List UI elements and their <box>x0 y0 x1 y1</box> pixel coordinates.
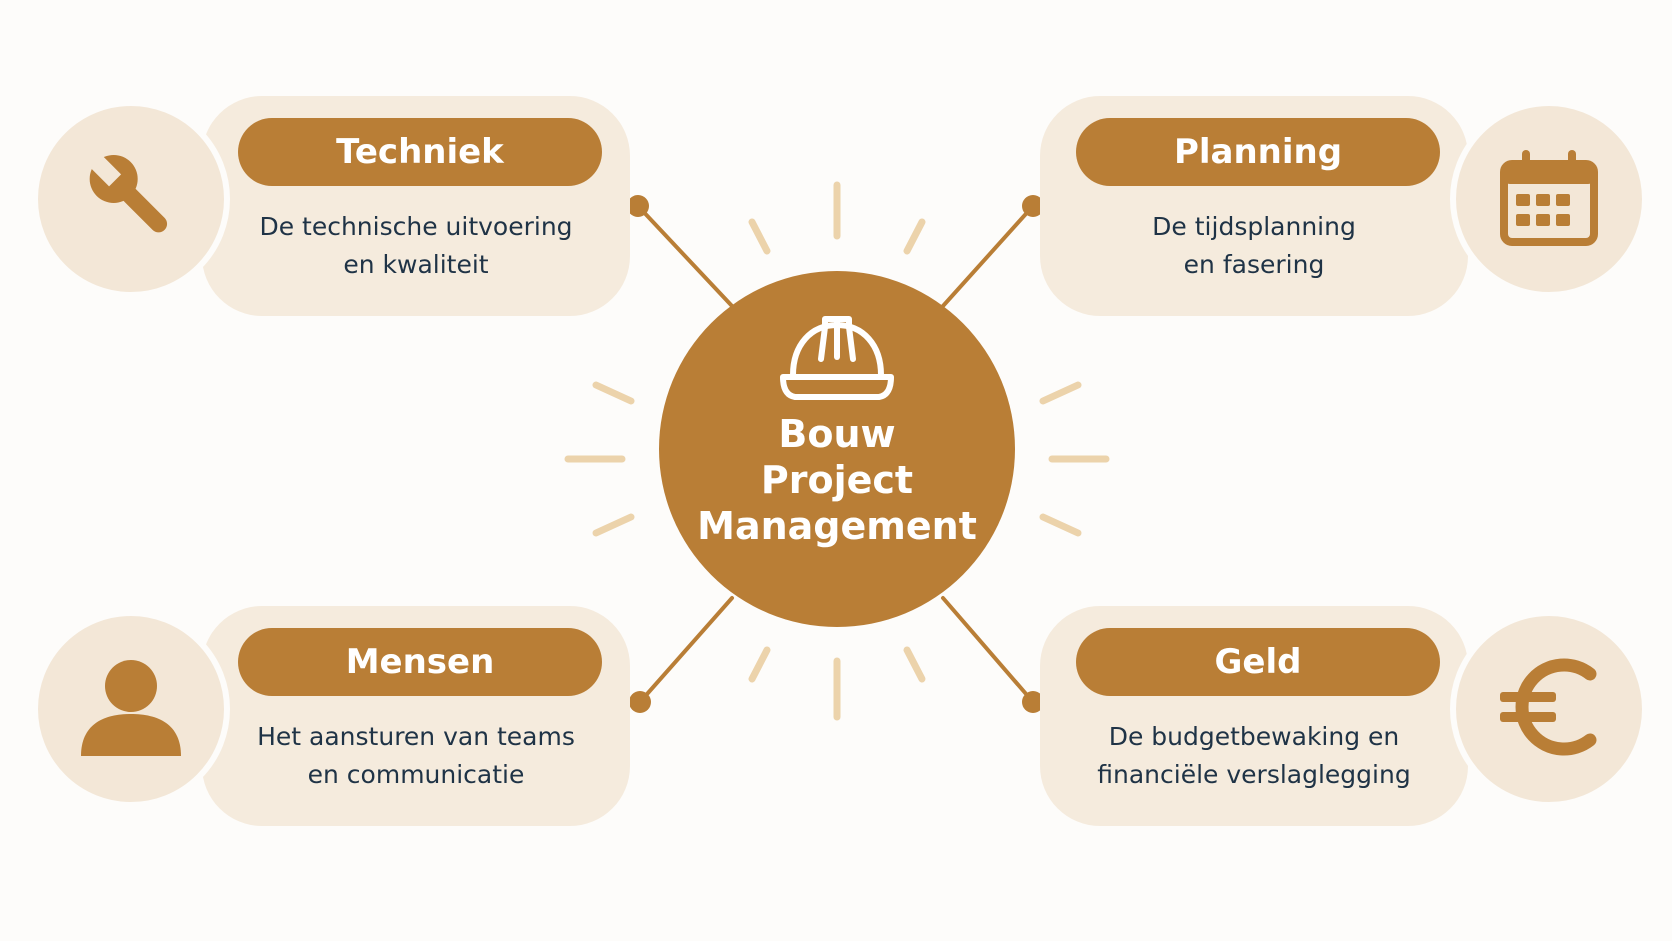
description-line: De technische uitvoering <box>259 212 573 241</box>
description-line: De budgetbewaking en <box>1108 722 1400 751</box>
card-title: Planning <box>1076 118 1440 186</box>
card-techniek: Techniek De technische uitvoering en kwa… <box>202 96 630 316</box>
hub-title-line: Management <box>697 504 977 548</box>
card-planning: Planning De tijdsplanning en fasering <box>1040 96 1468 316</box>
card-title: Geld <box>1076 628 1440 696</box>
card-geld: Geld De budgetbewaking en financiële ver… <box>1040 606 1468 826</box>
hard-hat-icon <box>777 313 897 409</box>
description-line: en fasering <box>1183 250 1325 279</box>
card-description: De tijdsplanning en fasering <box>1050 208 1458 284</box>
hub-title-line: Project <box>760 458 914 502</box>
icon-circle-techniek <box>32 100 230 298</box>
card-description: De technische uitvoering en kwaliteit <box>212 208 620 284</box>
wrench-icon <box>76 142 186 256</box>
sunburst-rays <box>564 181 1110 721</box>
description-line: en kwaliteit <box>343 250 489 279</box>
hub-title: Bouw Project Management <box>659 411 1015 549</box>
card-mensen: Mensen Het aansturen van teams en commun… <box>202 606 630 826</box>
card-description: De budgetbewaking en financiële verslagl… <box>1050 718 1458 794</box>
calendar-icon <box>1494 142 1604 256</box>
card-title: Mensen <box>238 628 602 696</box>
icon-circle-planning <box>1450 100 1648 298</box>
card-title: Techniek <box>238 118 602 186</box>
description-line: financiële verslaglegging <box>1097 760 1411 789</box>
description-line: en communicatie <box>307 760 525 789</box>
person-icon <box>76 652 186 766</box>
hub-circle: Bouw Project Management <box>659 271 1015 627</box>
connector-dots <box>627 195 1044 713</box>
description-line: Het aansturen van teams <box>257 722 575 751</box>
connector-lines <box>636 204 1035 704</box>
icon-circle-mensen <box>32 610 230 808</box>
hub-title-line: Bouw <box>778 412 896 456</box>
icon-circle-geld <box>1450 610 1648 808</box>
card-description: Het aansturen van teams en communicatie <box>212 718 620 794</box>
euro-icon <box>1494 652 1604 766</box>
description-line: De tijdsplanning <box>1152 212 1356 241</box>
